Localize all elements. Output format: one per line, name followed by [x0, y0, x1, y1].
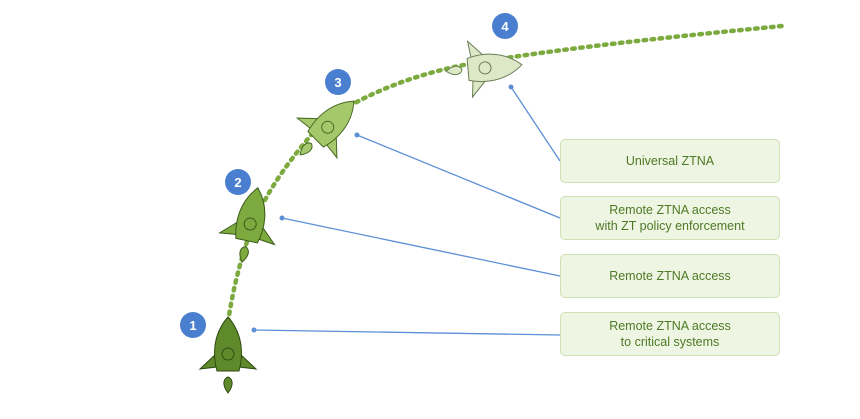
connector-dot-stage-3 [354, 132, 360, 138]
badge-stage-4: 4 [492, 13, 518, 39]
badge-stage-2: 2 [225, 169, 251, 195]
badge-number-3: 3 [334, 75, 341, 90]
connector-stage-3 [356, 134, 561, 219]
connector-dot-stage-2 [279, 215, 285, 221]
label-stage-3: Remote ZTNA access with ZT policy enforc… [560, 196, 780, 240]
connector-dot-stage-4 [508, 84, 514, 90]
label-stage-2: Remote ZTNA access [560, 254, 780, 298]
label-stage-3-line-1: Remote ZTNA access [609, 203, 731, 217]
label-stage-2-line-1: Remote ZTNA access [609, 269, 731, 283]
label-stage-1-line-1: Remote ZTNA access [609, 319, 731, 333]
connectors [251, 84, 561, 336]
connector-stage-2 [281, 217, 561, 277]
rocket-1-icon [198, 316, 258, 394]
rocket-3-icon [295, 100, 355, 160]
connector-dot-stage-1 [251, 327, 257, 333]
label-stage-1: Remote ZTNA access to critical systems [560, 312, 780, 356]
connector-stage-1 [253, 329, 561, 336]
badge-stage-3: 3 [325, 69, 351, 95]
label-stage-4-line-1: Universal ZTNA [625, 154, 715, 168]
badge-number-1: 1 [189, 318, 196, 333]
badge-stage-1: 1 [180, 312, 206, 338]
label-stage-4: Universal ZTNA [560, 139, 780, 183]
rocket-2-icon [218, 187, 276, 263]
connector-stage-4 [510, 86, 561, 162]
badge-number-2: 2 [234, 175, 241, 190]
label-stage-1-line-2: to critical systems [620, 335, 720, 349]
label-stage-3-line-2: with ZT policy enforcement [595, 219, 745, 233]
rocket-4-icon [445, 39, 523, 99]
badge-number-4: 4 [501, 19, 509, 34]
